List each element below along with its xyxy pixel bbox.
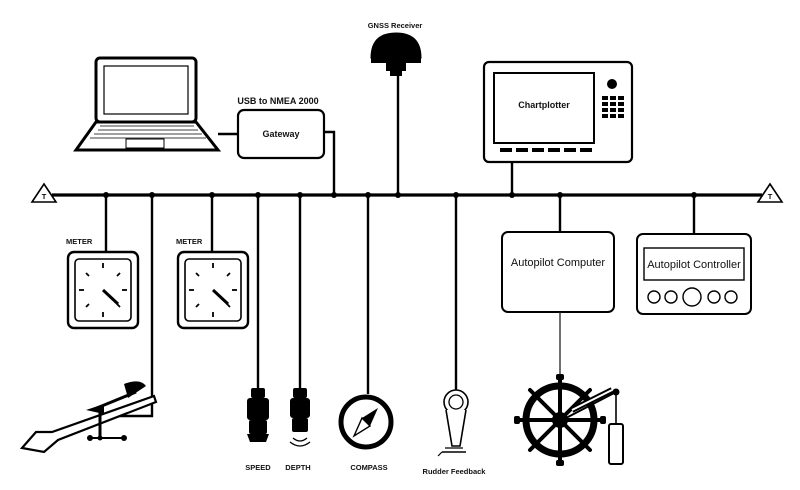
terminator-left: T [30, 182, 58, 203]
backbone: T T [30, 182, 784, 203]
depth-label: DEPTH [285, 463, 310, 472]
gateway: USB to NMEA 2000 Gateway [236, 96, 326, 160]
meter-1: METER [66, 237, 140, 330]
depth-sensor-icon [289, 388, 311, 447]
rudder-label: Rudder Feedback [423, 467, 487, 476]
gateway-title: USB to NMEA 2000 [237, 96, 318, 106]
terminator-left-label: T [42, 192, 47, 201]
compass-icon [338, 394, 394, 450]
controller-button-4 [724, 290, 738, 304]
controller-button-1 [647, 290, 661, 304]
ship-wheel-icon [514, 374, 624, 466]
gateway-label: Gateway [262, 129, 299, 139]
rudder-feedback-icon [437, 389, 469, 457]
autopilot-computer: Autopilot Computer [501, 231, 615, 313]
wind-vane-icon [19, 381, 158, 454]
autopilot-computer-label: Autopilot Computer [511, 257, 605, 269]
speed-sensor-icon [247, 388, 269, 442]
gnss-receiver: GNSS Receiver [368, 21, 423, 76]
terminator-right: T [756, 182, 784, 203]
controller-button-3 [707, 290, 721, 304]
meter-2: METER [176, 237, 250, 330]
meter2-label: METER [176, 237, 203, 246]
gnss-label: GNSS Receiver [368, 21, 423, 30]
speed-label: SPEED [245, 463, 271, 472]
controller-button-2 [664, 290, 678, 304]
meter1-label: METER [66, 237, 93, 246]
laptop [73, 56, 222, 152]
chartplotter-label: Chartplotter [518, 100, 570, 110]
wind-vane-drop-cable [118, 195, 154, 418]
controller-dial [682, 287, 702, 307]
autopilot-controller-label: Autopilot Controller [647, 259, 741, 271]
terminator-right-label: T [768, 192, 773, 201]
autopilot-controller: Autopilot Controller [636, 233, 752, 315]
compass-label: COMPASS [350, 463, 387, 472]
chartplotter: Chartplotter [482, 60, 634, 164]
gateway-drop-cable [324, 130, 336, 195]
